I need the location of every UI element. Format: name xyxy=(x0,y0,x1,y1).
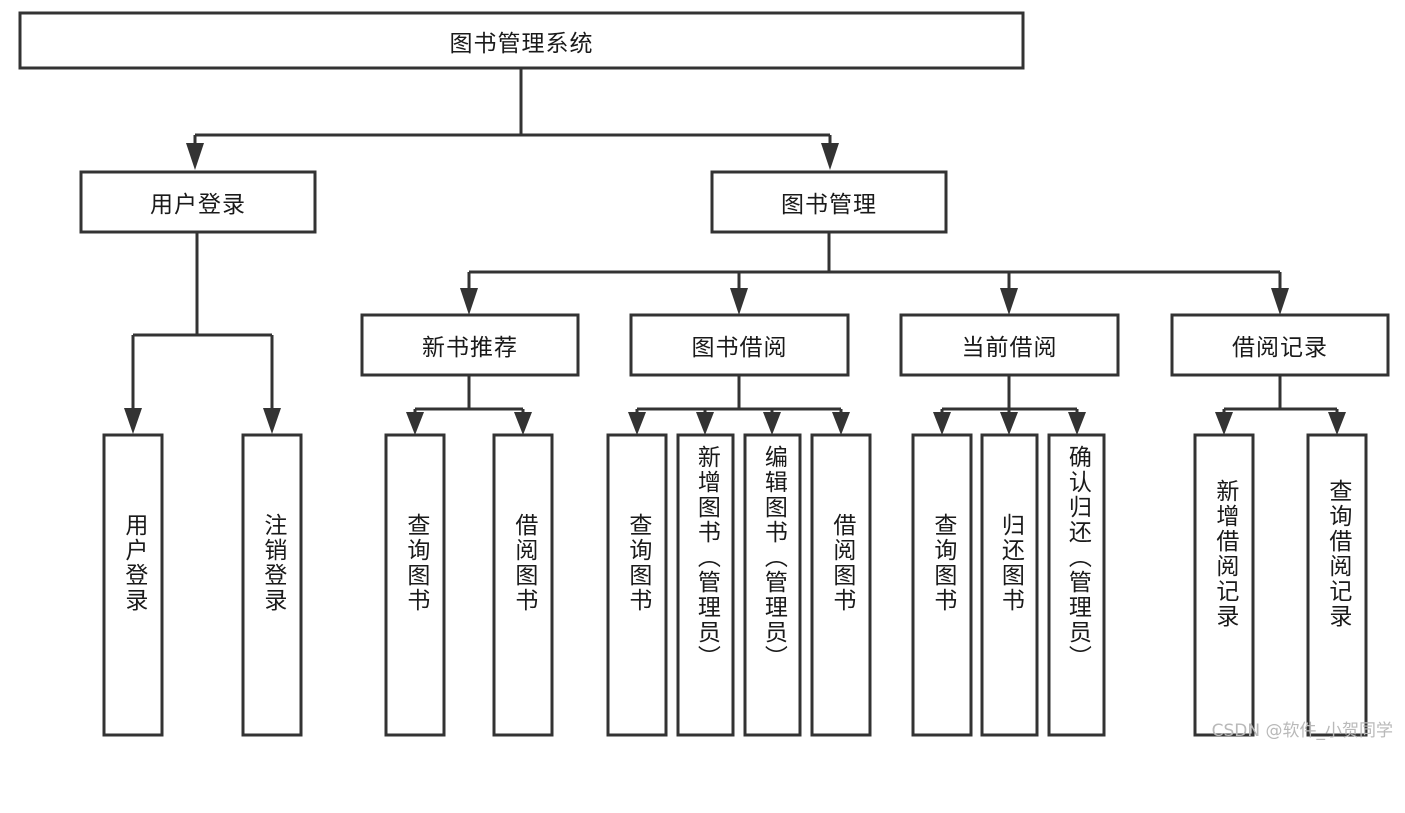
arrow-head-leaf-query-book-3 xyxy=(933,412,951,435)
arrow-head-leaf-add-record xyxy=(1215,412,1233,435)
node-leaf-query-record[interactable] xyxy=(1306,433,1368,737)
arrow-head-leaf-query-book-2 xyxy=(628,412,646,435)
node-leaf-return-book[interactable] xyxy=(980,433,1039,737)
arrow-head-newbook xyxy=(460,288,478,315)
node-leaf-add-record[interactable] xyxy=(1193,433,1255,737)
arrow-head-leaf-add-book xyxy=(696,412,714,435)
arrow-head-borrowrecord xyxy=(1271,288,1289,315)
node-leaf-borrow-book-1[interactable] xyxy=(492,433,554,737)
flowchart-svg xyxy=(18,11,1390,737)
node-root[interactable] xyxy=(18,11,1025,70)
node-leaf-query-book-1[interactable] xyxy=(384,433,446,737)
csdn-watermark: CSDN @软件_小贺同学 xyxy=(1211,721,1393,741)
arrow-head-leaf-return-book xyxy=(1000,412,1018,435)
node-leaf-query-book-2[interactable] xyxy=(606,433,668,737)
arrow-head-userlogin xyxy=(186,143,204,170)
node-leaf-user-login[interactable] xyxy=(102,433,164,737)
node-current-borrow[interactable] xyxy=(899,313,1120,377)
connector-layer xyxy=(124,68,1346,435)
node-book-management[interactable] xyxy=(710,170,948,234)
node-leaf-logout[interactable] xyxy=(241,433,303,737)
arrow-head-leaf-borrow-book-1 xyxy=(514,412,532,435)
node-new-book-recommend[interactable] xyxy=(360,313,580,377)
node-book-borrow[interactable] xyxy=(629,313,850,377)
node-leaf-query-book-3[interactable] xyxy=(911,433,973,737)
diagram-canvas: 图书管理系统 用户登录 图书管理 新书推荐 图书借阅 当前借阅 借阅记录 用户登… xyxy=(18,11,1393,741)
arrow-head-leaf-confirm-return xyxy=(1068,412,1086,435)
node-leaf-confirm-return[interactable] xyxy=(1047,433,1106,737)
arrow-head-leaf-user-login xyxy=(124,408,142,434)
node-user-login[interactable] xyxy=(79,170,317,234)
arrow-head-leaf-logout xyxy=(263,408,281,434)
node-leaf-borrow-book-2[interactable] xyxy=(810,433,872,737)
node-leaf-edit-book[interactable] xyxy=(743,433,802,737)
node-borrow-record[interactable] xyxy=(1170,313,1390,377)
arrow-head-leaf-borrow-book-2 xyxy=(832,412,850,435)
arrow-head-bookborrow xyxy=(730,288,748,315)
node-layer xyxy=(18,11,1390,737)
arrow-head-leaf-query-record xyxy=(1328,412,1346,435)
arrow-head-bookmgmt xyxy=(821,143,839,170)
node-leaf-add-book[interactable] xyxy=(676,433,735,737)
arrow-head-currentborrow xyxy=(1000,288,1018,315)
arrow-head-leaf-edit-book xyxy=(763,412,781,435)
arrow-head-leaf-query-book-1 xyxy=(406,412,424,435)
